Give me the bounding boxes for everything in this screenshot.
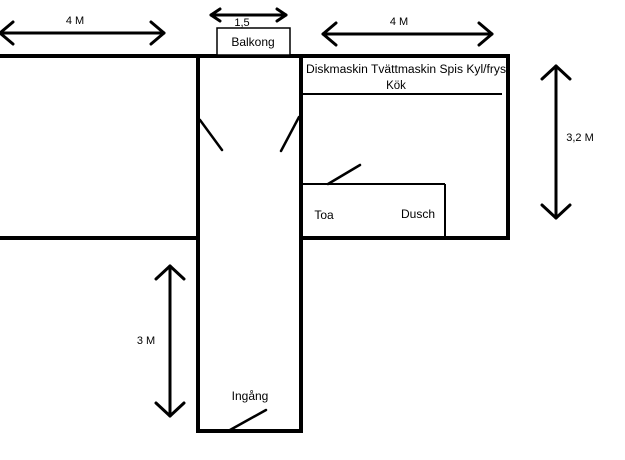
door-entrance bbox=[228, 408, 268, 432]
label-balcony: Balkong bbox=[231, 35, 274, 49]
label-entrance: Ingång bbox=[232, 389, 269, 403]
dimension-arrow-balcony bbox=[209, 7, 288, 23]
label-left-width: 4 M bbox=[66, 15, 84, 27]
label-balcony-width: 1,5 bbox=[234, 17, 249, 29]
balcony-box bbox=[216, 27, 291, 56]
left-room bbox=[0, 54, 200, 240]
right-room bbox=[299, 54, 510, 240]
bathroom bbox=[303, 183, 446, 237]
label-appliances: Diskmaskin Tvättmaskin Spis Kyl/frys bbox=[306, 64, 506, 76]
label-toilet: Toa bbox=[314, 208, 334, 222]
dimension-arrow-left-width bbox=[0, 20, 166, 46]
label-shower: Dusch bbox=[401, 207, 435, 221]
corridor bbox=[196, 54, 303, 433]
label-corridor-length: 3 M bbox=[137, 335, 155, 347]
label-right-width: 4 M bbox=[390, 16, 408, 28]
dimension-arrow-corridor-length bbox=[154, 264, 186, 418]
dimension-arrow-right-width bbox=[321, 21, 494, 47]
dimension-arrow-right-height bbox=[540, 64, 572, 220]
label-kitchen: Kök bbox=[386, 80, 406, 92]
door-bathroom bbox=[326, 163, 362, 186]
door-right-room bbox=[279, 115, 301, 153]
door-left-room bbox=[198, 118, 224, 152]
label-right-height: 3,2 M bbox=[566, 132, 594, 144]
